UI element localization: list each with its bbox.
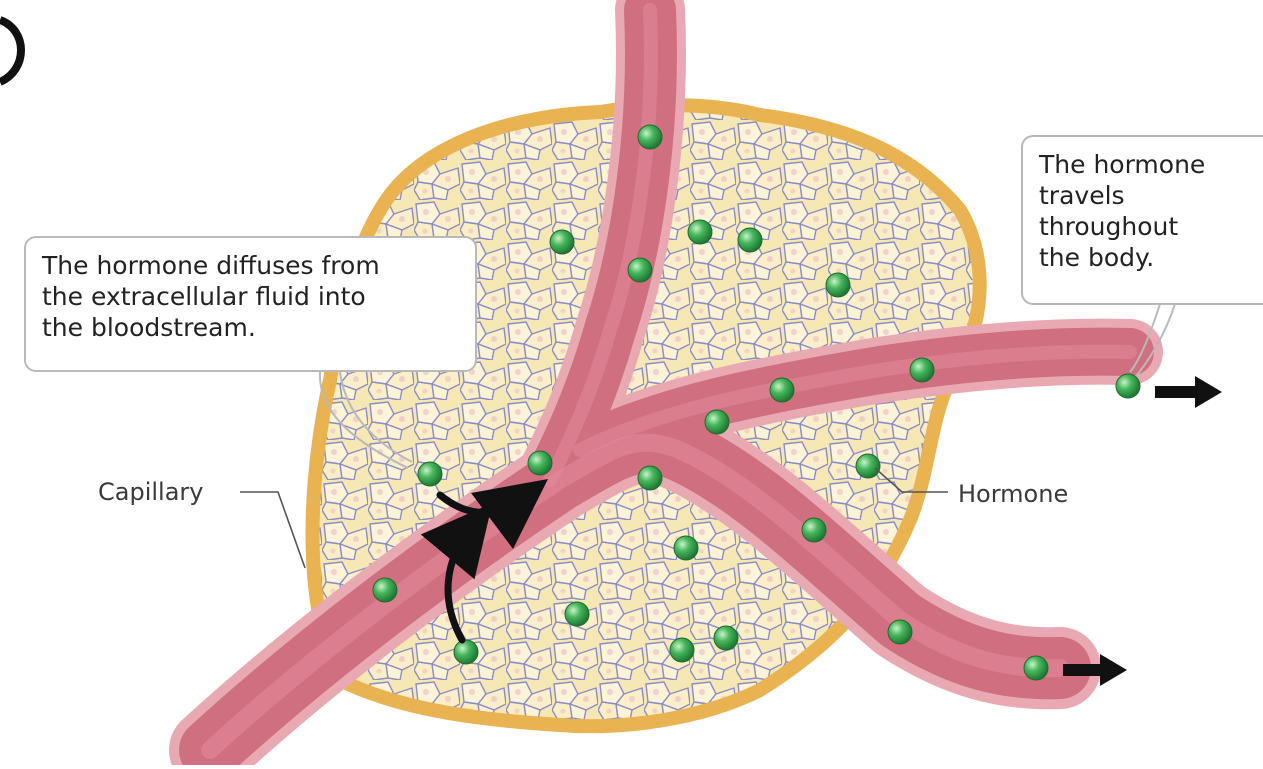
green-sphere-icon [714,626,738,650]
green-sphere-icon [888,620,912,644]
green-sphere-icon [826,273,850,297]
green-sphere-icon [628,258,652,282]
diffusion-callout-line: the extracellular fluid into [42,281,459,312]
green-sphere-icon [418,462,442,486]
green-sphere-icon [910,358,934,382]
green-sphere-icon [670,638,694,662]
travel-callout-line: throughout [1039,211,1260,242]
hormone-label: Hormone [958,480,1068,508]
green-sphere-icon [454,640,478,664]
green-sphere-icon [1024,656,1048,680]
green-sphere-icon [638,466,662,490]
green-sphere-icon [770,378,794,402]
travel-callout-line: The hormone [1039,149,1260,180]
green-sphere-icon [528,451,552,475]
edge-mark [0,20,21,82]
green-sphere-icon [856,454,880,478]
green-sphere-icon [688,220,712,244]
green-sphere-icon [638,125,662,149]
green-sphere-icon [674,536,698,560]
green-sphere-icon [565,602,589,626]
travel-callout-line: travels [1039,180,1260,211]
green-sphere-icon [550,230,574,254]
diffusion-callout: The hormone diffuses from the extracellu… [24,236,477,372]
green-sphere-icon [705,410,729,434]
green-sphere-icon [802,518,826,542]
green-sphere-icon [738,228,762,252]
green-sphere-icon [373,578,397,602]
green-sphere-icon [1116,374,1140,398]
travel-callout: The hormone travels throughout the body. [1021,135,1263,305]
diffusion-callout-line: the bloodstream. [42,312,459,343]
travel-callout-line: the body. [1039,242,1260,273]
diffusion-callout-line: The hormone diffuses from [42,250,459,281]
arrow-right-icon [1155,376,1222,408]
capillary-label: Capillary [98,478,203,506]
